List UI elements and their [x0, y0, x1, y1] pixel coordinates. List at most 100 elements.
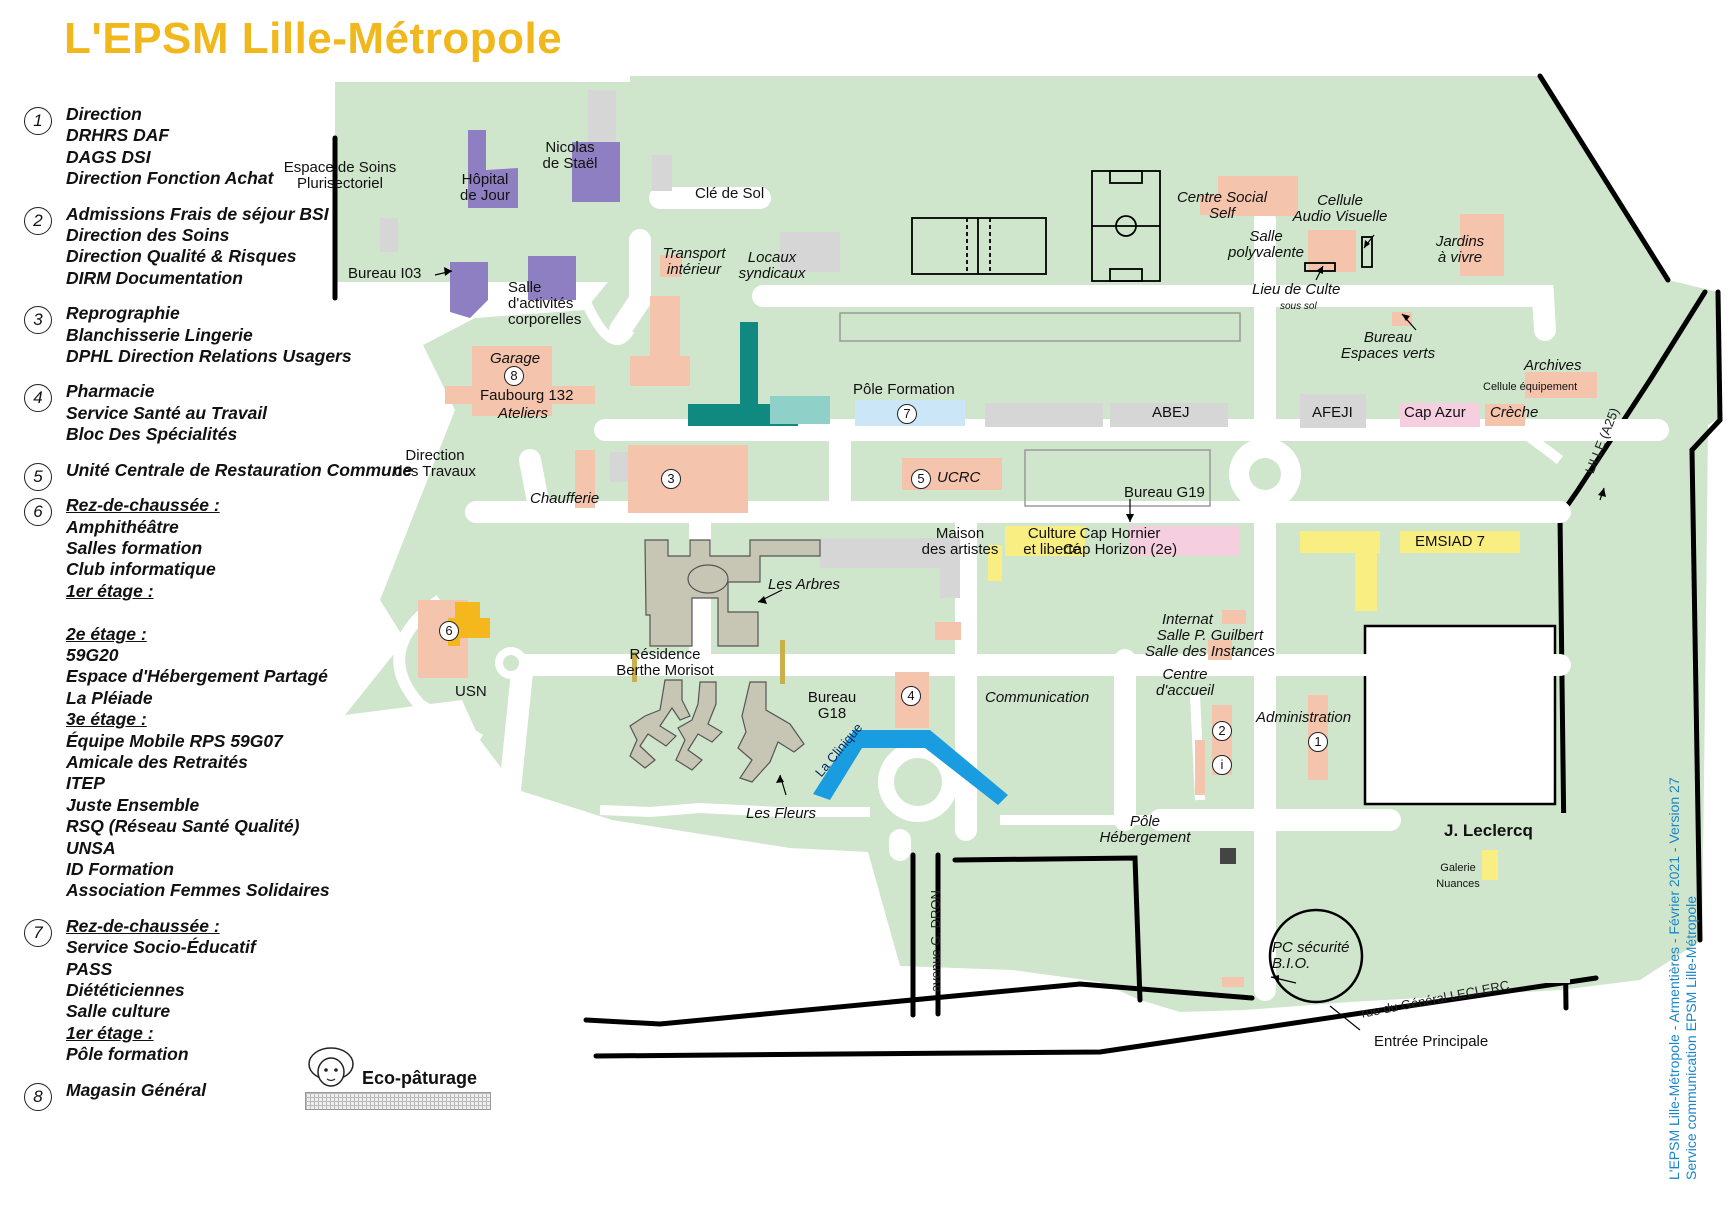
map-label-avenue-dron: avenue G. DRON [928, 890, 943, 992]
legend-line: Diététiciennes [66, 980, 185, 1001]
legend-line: RSQ (Réseau Santé Qualité) [66, 816, 300, 837]
map-label-emsiad: EMSIAD 7 [1415, 533, 1486, 550]
map-label-abej: ABEJ [1152, 404, 1190, 421]
map-label-culture-liberte: Culture et liberté [1023, 525, 1081, 558]
marker-7: 7 [897, 404, 917, 424]
eco-paturage-label: Eco-pâturage [362, 1068, 478, 1088]
legend-line: Reprographie [66, 303, 180, 324]
marker-i: i [1212, 755, 1232, 775]
legend-line: Direction [66, 104, 142, 124]
legend-line: Direction Fonction Achat [66, 168, 274, 189]
legend-line: Association Femmes Solidaires [66, 880, 330, 901]
map-label-ucrc: UCRC [937, 469, 981, 486]
legend-line: Amicale des Retraités [66, 751, 248, 772]
legend-line: Service Santé au Travail [66, 402, 268, 423]
map-label-lieu-culte: Lieu de Culte [1252, 281, 1341, 298]
marker-6: 6 [439, 621, 459, 641]
legend-line: Club informatique [66, 559, 216, 580]
legend-line: Pharmacie [66, 381, 155, 402]
map-label-galerie: Galerie Nuances [1436, 862, 1480, 890]
leclercq-area [1280, 813, 1570, 983]
map-label-cellule-audio: Cellule Audio Visuelle [1292, 192, 1388, 225]
legend-line: ID Formation [66, 858, 174, 879]
map-label-salle-guilbert: Salle P. Guilbert Salle des Instances [1144, 627, 1276, 660]
map-label-creche: Crèche [1490, 404, 1539, 421]
legend-line: Unité Centrale de Restauration Commune [66, 459, 413, 480]
legend-line: Espace d'Hébergement Partagé [66, 666, 328, 687]
map-label-cap-azur: Cap Azur [1404, 404, 1466, 421]
map-label-chaufferie: Chaufferie [530, 490, 600, 507]
map-label-transport: Transport intérieur [662, 245, 726, 278]
legend-line: DIRM Documentation [66, 267, 243, 288]
map-label-locaux: Locaux syndicaux [738, 249, 806, 282]
map-label-bureau-g18: Bureau G18 [807, 689, 857, 722]
credits-line1: L'EPSM Lille-Métropole - Armentières - F… [1666, 777, 1682, 1180]
map-label-cap-hornier: Cap Hornier Cap Horizon (2e) [1062, 525, 1178, 558]
legend-item-7: 7 Rez-de-chaussée :Service Socio-Éducatif… [20, 916, 410, 1066]
map-label-direction-travaux: Direction des Travaux [394, 447, 476, 480]
legend-line: 2e étage : [66, 623, 147, 644]
legend-line: Amphithéâtre [66, 516, 179, 537]
marker-3: 3 [661, 469, 681, 489]
legend-line: UNSA [66, 837, 116, 858]
legend-line: La Pléiade [66, 687, 153, 708]
legend-number-2: 2 [24, 206, 52, 235]
map-label-cle-sol: Clé de Sol [695, 185, 765, 202]
map-label-pole-heberg: Pôle Hébergement [1099, 813, 1191, 846]
eco-paturage-swatch [305, 1092, 491, 1110]
map-label-maison-artistes: Maison des artistes [921, 525, 999, 558]
marker-5: 5 [911, 469, 931, 489]
map-label-salle-poly: Salle polyvalente [1228, 228, 1304, 261]
sheep-icon [308, 1047, 354, 1087]
map-label-usn: USN [455, 683, 487, 700]
map-label-entree: Entrée Principale [1374, 1033, 1489, 1050]
map-label-sous-sol: sous sol [1280, 301, 1317, 312]
map-label-jardins: Jardins à vivre [1435, 233, 1485, 266]
legend-line: Direction Qualité & Risques [66, 246, 297, 267]
pc-securite-circle [1268, 908, 1364, 1004]
legend-line: 1er étage : [66, 1022, 154, 1043]
map-label-bureau-i03: Bureau I03 [348, 265, 422, 282]
legend-line: Salles formation [66, 537, 203, 558]
legend-line: Admissions Frais de séjour BSI [66, 203, 329, 224]
legend-line: Direction des Soins [66, 225, 230, 246]
legend-line: Juste Ensemble [66, 794, 200, 815]
map-label-les-arbres: Les Arbres [768, 576, 840, 593]
legend-line: Pôle formation [66, 1044, 189, 1065]
map-label-afeji: AFEJI [1312, 404, 1353, 421]
legend-number-7: 7 [24, 918, 52, 947]
map-label-communication: Communication [985, 689, 1090, 706]
map-label-cellule-equipement: Cellule équipement [1483, 381, 1578, 393]
map-label-salle-activites: Salle d'activités corporelles [508, 279, 582, 328]
legend-line: 3e étage : [66, 709, 147, 730]
legend-line: Rez-de-chaussée : [66, 495, 220, 516]
map-label-faubourg: Faubourg 132 [480, 387, 574, 404]
legend-line: Rez-de-chaussée : [66, 915, 220, 936]
legend-number-8: 8 [24, 1082, 52, 1111]
legend-number-4: 4 [24, 384, 52, 413]
map-label-bureau-g19: Bureau G19 [1124, 484, 1205, 501]
legend-line: Service Socio-Éducatif [66, 937, 256, 958]
legend-line: Équipe Mobile RPS 59G07 [66, 730, 283, 751]
map-label-centre-social: Centre Social Self [1176, 189, 1268, 222]
legend-line: Blanchisserie Lingerie [66, 324, 253, 345]
map-label-internat: Internat [1162, 611, 1213, 628]
white-block [1363, 624, 1557, 806]
marker-4: 4 [901, 686, 921, 706]
legend-line: 1er étage : [66, 580, 154, 601]
legend-number-3: 3 [24, 306, 52, 335]
page-title: L'EPSM Lille-Métropole [64, 14, 563, 63]
map-label-bureau-ev: Bureau Espaces verts [1340, 329, 1436, 362]
legend-line: DRHRS DAF [66, 125, 170, 146]
legend-number-1: 1 [24, 107, 52, 135]
credits-line2: Service communication EPSM Lille-Métropo… [1683, 896, 1699, 1180]
map-label-espace-soins: Espace de Soins Plurisectoriel [283, 159, 397, 192]
marker-2: 2 [1212, 721, 1232, 741]
map-label-hopital-jour: Hôpital de Jour [459, 171, 511, 204]
map-label-pc-securite: PC sécurité B.I.O. [1272, 939, 1350, 972]
map-label-garage: Garage [490, 350, 541, 367]
